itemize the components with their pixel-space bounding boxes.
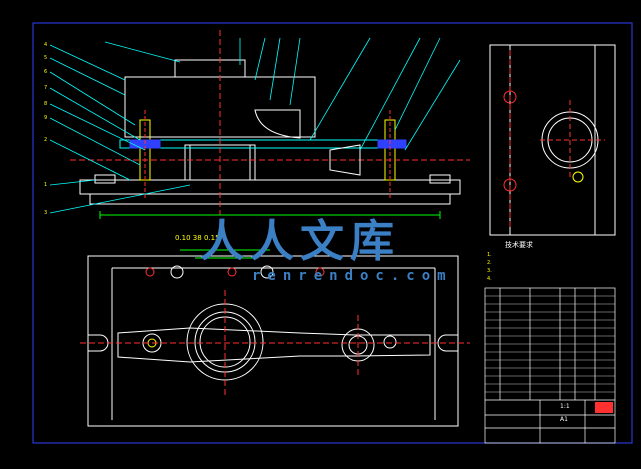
tech-note-4: 4. xyxy=(487,276,492,282)
svg-text:6: 6 xyxy=(44,69,47,75)
sheet-border xyxy=(32,22,633,444)
svg-text:3: 3 xyxy=(44,210,47,216)
sheet-size-label: A1 xyxy=(560,416,568,423)
title-block xyxy=(484,287,616,444)
scale-label: 1:1 xyxy=(560,403,570,410)
part-numbers: 4 5 6 7 8 9 2 1 3 xyxy=(44,42,47,216)
svg-text:4: 4 xyxy=(44,42,47,48)
svg-text:2: 2 xyxy=(44,137,47,143)
svg-text:9: 9 xyxy=(44,115,47,121)
svg-text:5: 5 xyxy=(44,55,47,61)
parts-list-rows xyxy=(485,295,615,393)
leader-lines xyxy=(49,37,461,214)
front-elevation-view xyxy=(70,30,470,219)
svg-text:8: 8 xyxy=(44,101,47,107)
svg-text:7: 7 xyxy=(44,85,47,91)
side-view xyxy=(489,44,616,236)
title-stamp xyxy=(595,402,613,413)
tech-requirements-title: 技术要求 xyxy=(505,241,533,249)
svg-text:1: 1 xyxy=(44,182,47,188)
dimension-label: 0.10 38 0.15 xyxy=(175,234,220,242)
tech-note-2: 2. xyxy=(487,260,492,266)
watermark-logo-text: 人人文库 xyxy=(200,216,400,267)
tech-note-3: 3. xyxy=(487,268,492,274)
watermark-url: renrendoc.com xyxy=(252,268,453,284)
tech-note-1: 1. xyxy=(487,252,492,258)
plan-view xyxy=(80,249,470,427)
